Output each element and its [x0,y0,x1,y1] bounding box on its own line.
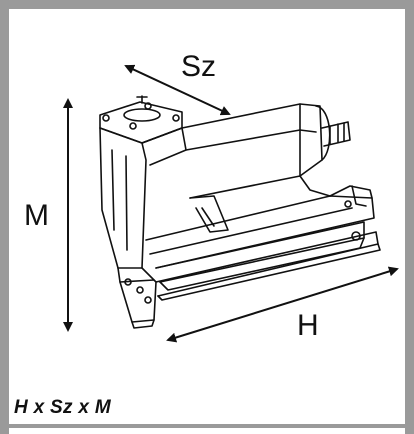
dimension-arrow-h [166,266,399,343]
height-dimension-label: M [24,199,49,232]
stapler-icon [99,95,381,329]
width-dimension-label: Sz [181,50,217,83]
length-dimension-label: H [297,309,319,342]
bottom-rule [0,424,414,428]
dimension-arrow-sz [124,64,231,116]
dimension-caption: H x Sz x M [14,397,111,418]
